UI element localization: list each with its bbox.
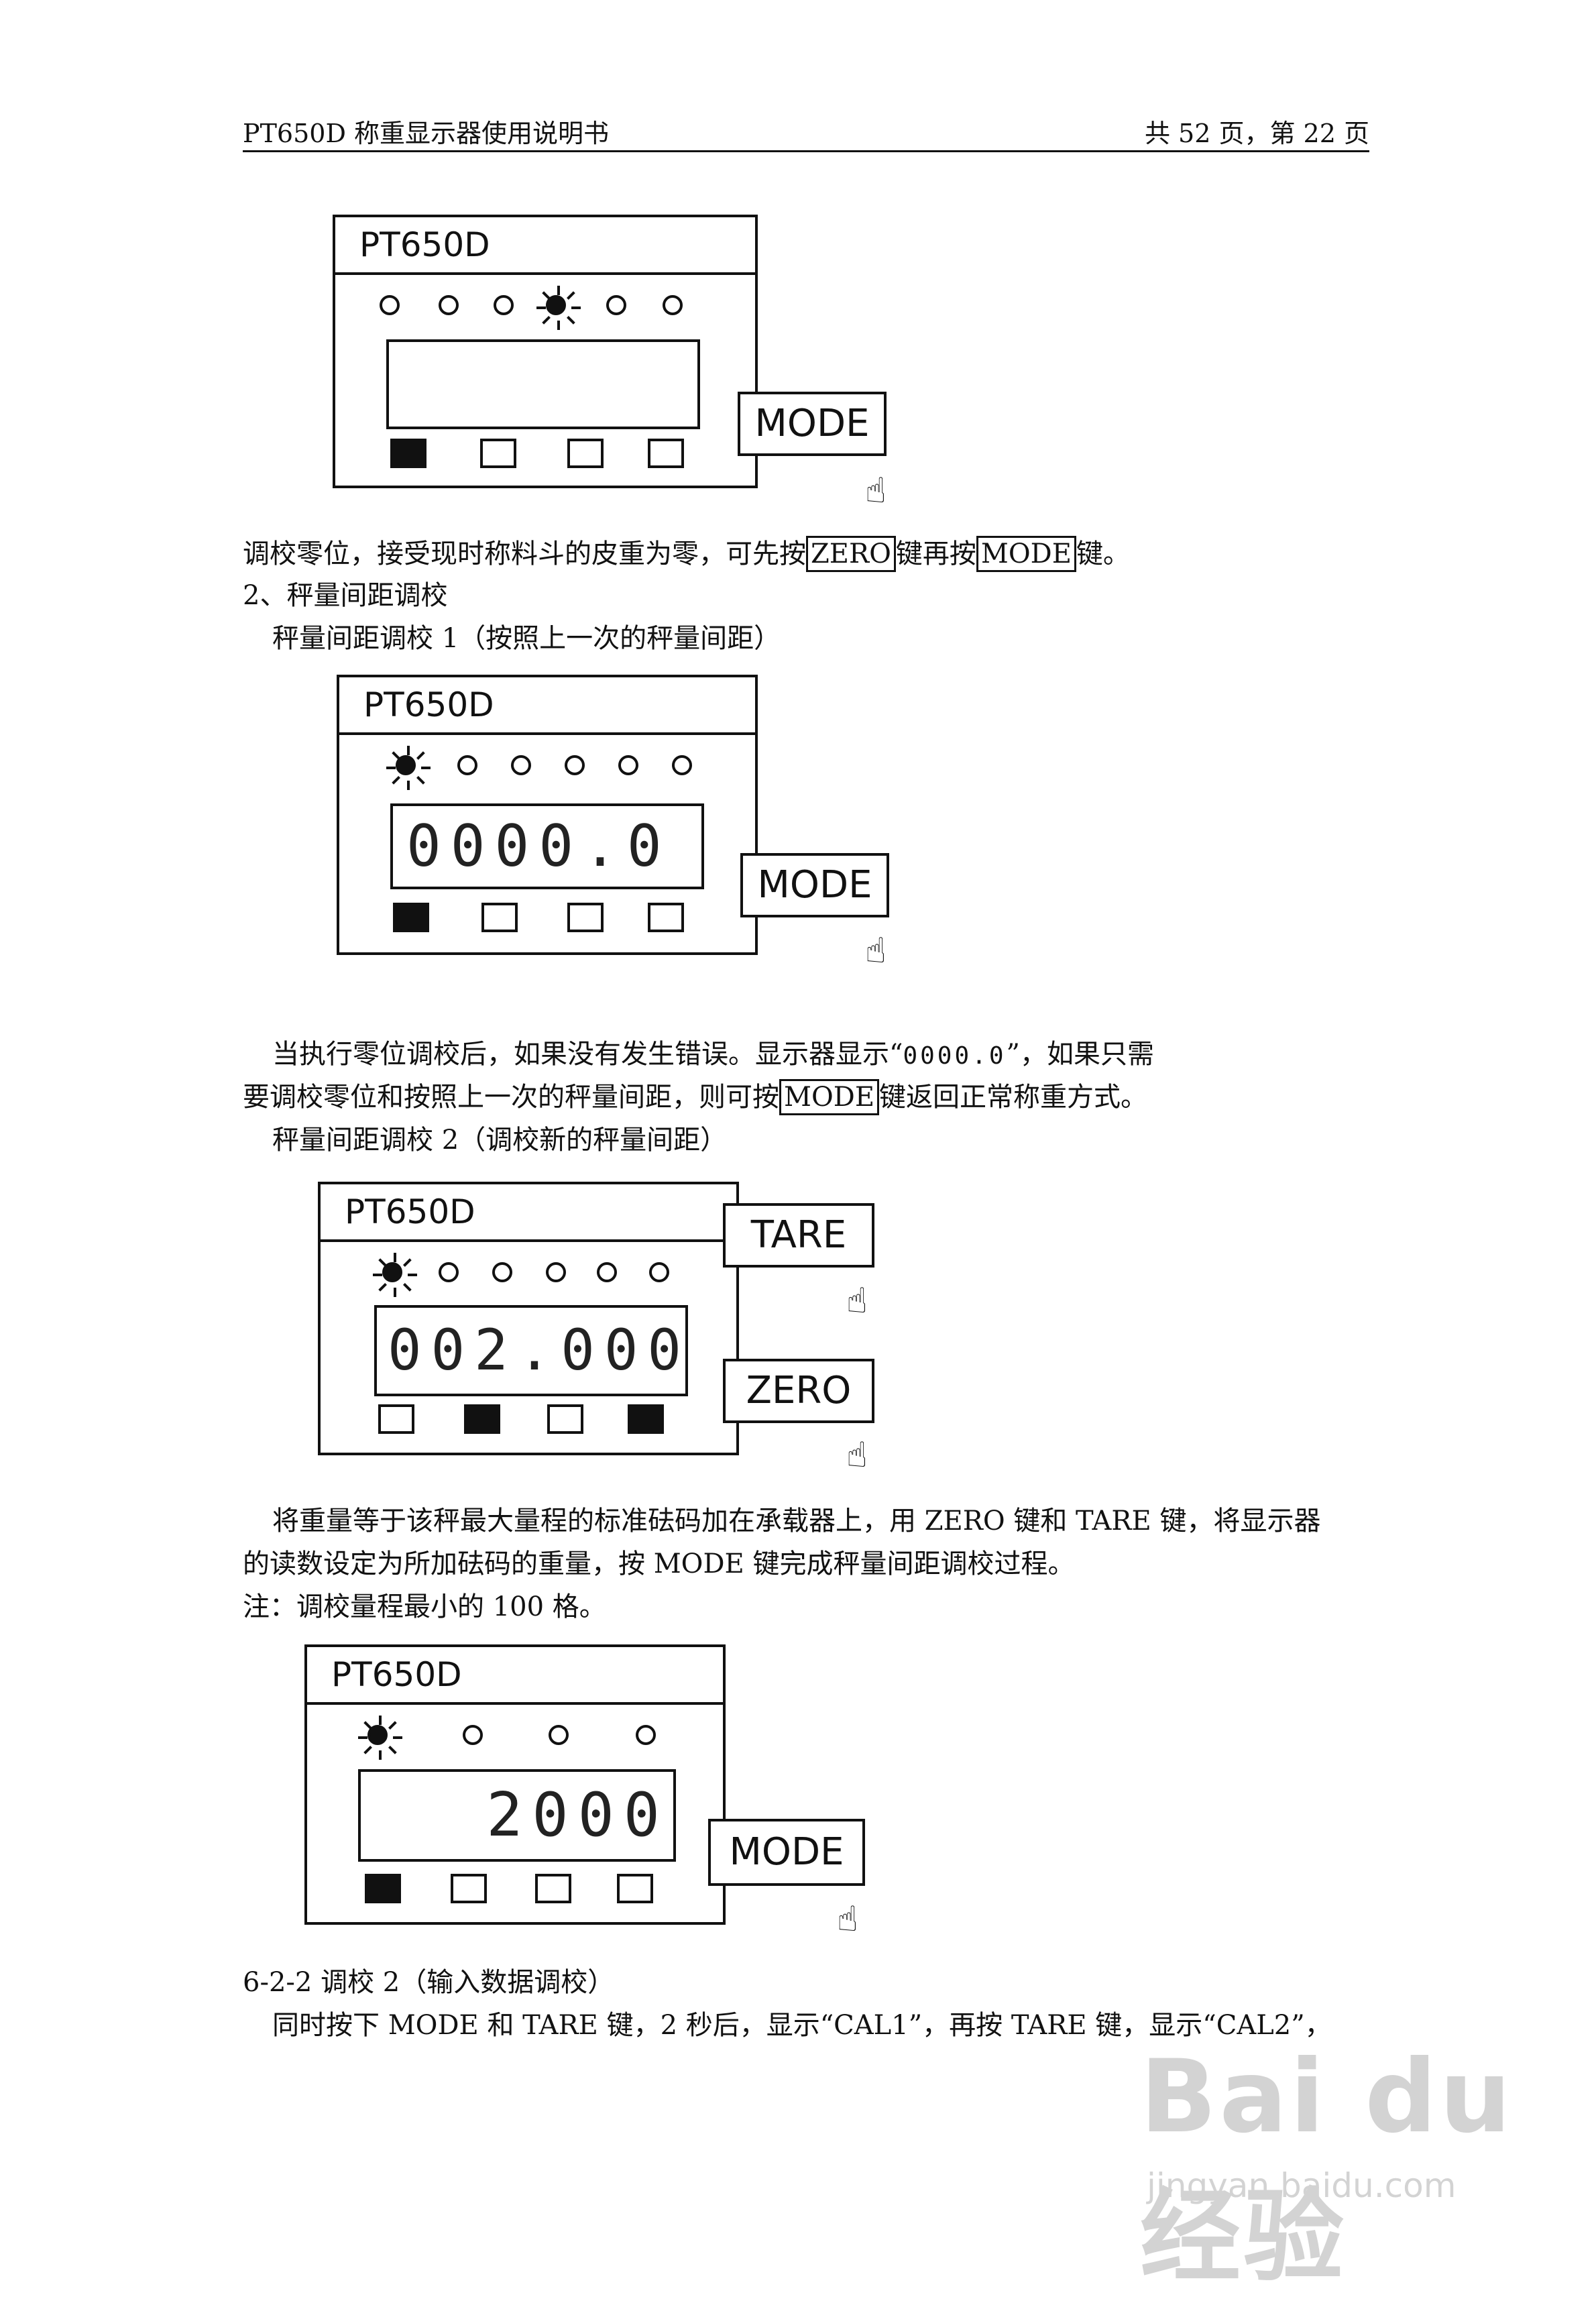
indicator-led [546,1262,566,1282]
panel-button[interactable] [567,439,604,468]
display-readout: 002.000 [388,1317,688,1383]
panel-button[interactable] [628,1404,664,1434]
panel-button[interactable] [648,439,684,468]
display-readout: 0000.0 [406,813,671,880]
device-title: PT650D [307,1647,723,1705]
indicator-led-active [386,746,431,790]
indicator-led [663,295,683,315]
device-title: PT650D [335,217,755,275]
mode-key-inline: MODE [779,1079,880,1115]
panel-button[interactable] [480,439,516,468]
indicator-led [636,1725,656,1745]
baidu-jingyan-watermark: Bai du 经验 jingyan.baidu.com [1140,2039,1556,2296]
indicator-led-active [536,286,581,330]
span-calibration-2-heading: 秤量间距调校 2（调校新的秤量间距） [272,1125,728,1156]
indicator-led [457,755,477,775]
panel-button[interactable] [547,1404,583,1434]
panel-button[interactable] [617,1874,653,1903]
panel-button[interactable] [567,903,604,932]
pointing-hand-icon: ☝ [846,1435,868,1475]
indicator-led [439,295,459,315]
document-title: PT650D 称重显示器使用说明书 [243,119,609,148]
indicator-led [494,295,514,315]
panel-button[interactable] [648,903,684,932]
weights-text-line1: 将重量等于该秤最大量程的标准砝码加在承载器上，用 ZERO 键和 TARE 键，… [272,1506,1321,1536]
after-zero-text-line1: 当执行零位调校后，如果没有发生错误。显示器显示“0000.0”，如果只需 [272,1033,1154,1078]
mode-key-label[interactable]: MODE [740,853,889,917]
panel-button[interactable] [393,903,429,932]
indicator-led [597,1262,617,1282]
zero-key-inline: ZERO [806,536,896,572]
page-number: 共 52 页，第 22 页 [1144,119,1369,148]
panel-button[interactable] [535,1874,571,1903]
panel-button[interactable] [390,439,426,468]
indicator-led [672,755,692,775]
mode-key-label[interactable]: MODE [738,392,887,456]
indicator-led [511,755,531,775]
cal2-instruction-text: 同时按下 MODE 和 TARE 键，2 秒后，显示“CAL1”，再按 TARE… [272,2010,1332,2041]
mode-key-inline: MODE [976,536,1076,572]
page-header: PT650D 称重显示器使用说明书 共 52 页，第 22 页 [243,107,1369,152]
device-panel-2: PT650D 0000.0 [337,675,758,955]
watermark-url: jingyan.baidu.com [1147,2166,1457,2205]
device-panel-4: PT650D 2000 [304,1644,726,1925]
display-readout: 2000 [486,1780,669,1850]
indicator-led [618,755,638,775]
pointing-hand-icon: ☝ [846,1281,868,1321]
weights-text-line2: 的读数设定为所加砝码的重量，按 MODE 键完成秤量间距调校过程。 [243,1549,1075,1579]
span-calibration-1-heading: 秤量间距调校 1（按照上一次的秤量间距） [272,623,781,654]
note-text: 注：调校量程最小的 100 格。 [243,1591,606,1622]
zero-key-label[interactable]: ZERO [723,1359,874,1423]
indicator-led [565,755,585,775]
panel-button[interactable] [464,1404,500,1434]
device-title: PT650D [339,677,755,735]
indicator-led-active [358,1716,402,1760]
section-heading-2: 2、秤量间距调校 [243,580,448,611]
panel-button[interactable] [365,1874,401,1903]
device-panel-1: PT650D [333,215,758,488]
lcd-display: 002.000 [374,1305,688,1396]
tare-key-label[interactable]: TARE [723,1203,874,1268]
device-title: PT650D [321,1184,736,1242]
inline-display-readout: 0000.0 [903,1042,1007,1070]
pointing-hand-icon: ☝ [865,471,887,511]
panel-button[interactable] [378,1404,414,1434]
lcd-display [386,339,700,429]
lcd-display: 0000.0 [390,803,704,889]
indicator-led [549,1725,569,1745]
pointing-hand-icon: ☝ [865,931,887,971]
section-heading-622: 6-2-2 调校 2（输入数据调校） [243,1967,615,1998]
indicator-led [606,295,626,315]
indicator-led [439,1262,459,1282]
indicator-led [380,295,400,315]
indicator-led [649,1262,669,1282]
indicator-led-active [373,1253,417,1297]
panel-button[interactable] [451,1874,487,1903]
indicator-led [463,1725,483,1745]
device-panel-3: PT650D 002.000 [318,1182,739,1455]
lcd-display: 2000 [358,1769,676,1862]
indicator-led [492,1262,512,1282]
mode-key-label[interactable]: MODE [708,1819,865,1886]
pointing-hand-icon: ☝ [837,1899,858,1940]
panel-button[interactable] [481,903,518,932]
